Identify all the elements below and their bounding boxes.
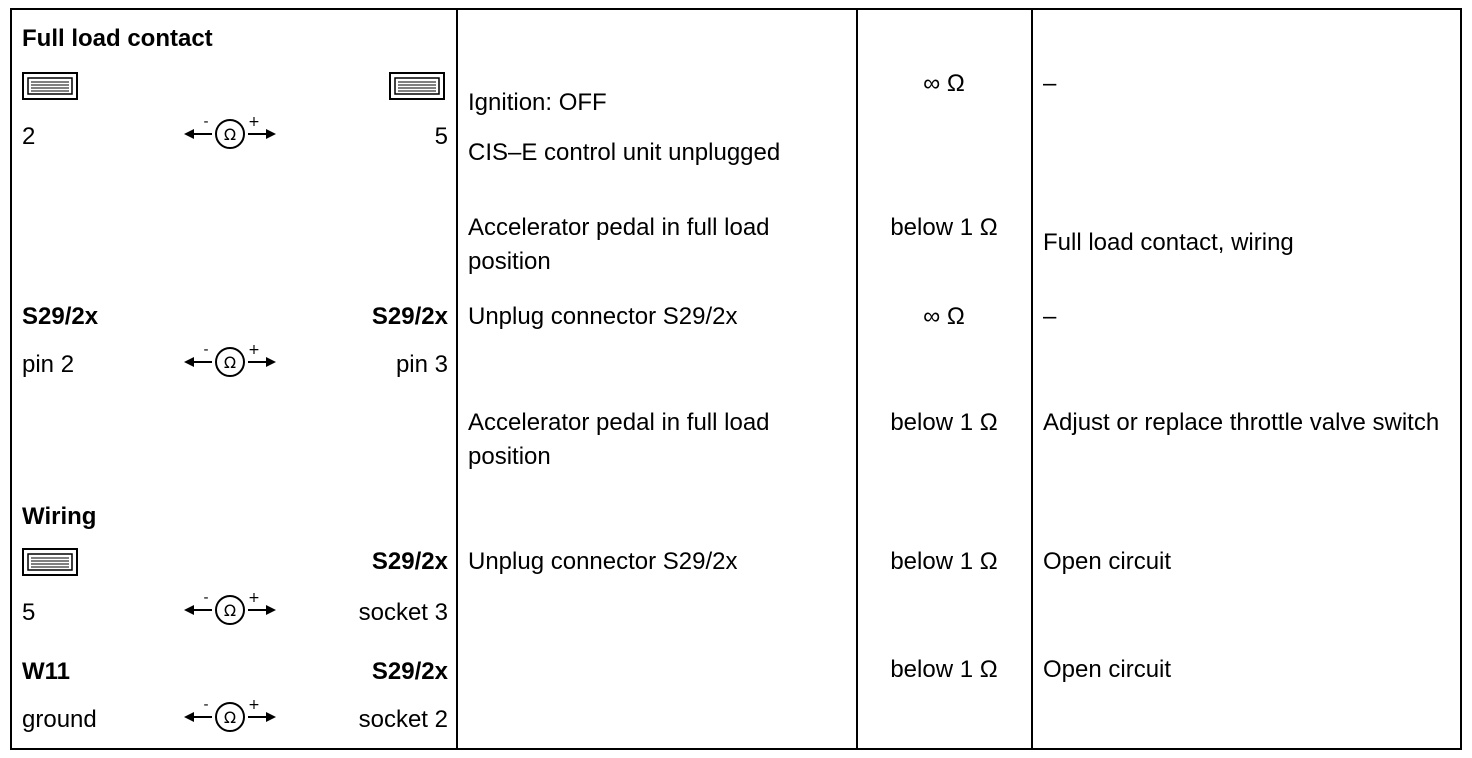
section-heading-full-load: Full load contact [22,25,213,52]
remedy-text: Adjust or replace throttle valve switch [1043,409,1440,436]
control-unit-connector-icon [22,548,78,576]
meter-minus: - [203,116,208,130]
condition-text: Ignition: OFF [468,89,607,116]
remedy-text: Full load contact, wiring [1043,229,1294,256]
meter-symbol: Ω [224,708,236,727]
meter-symbol: Ω [224,353,236,372]
meter-symbol: Ω [224,601,236,620]
condition-text: CIS–E control unit unplugged [468,139,781,166]
ohmmeter-icon: Ω - + [184,699,276,732]
nominal-value: ∞ Ω [923,303,965,330]
pin-label: 2 [22,123,36,150]
meter-plus: + [248,699,260,713]
nominal-value: ∞ Ω [923,70,965,97]
meter-minus: - [203,344,208,358]
pin-label: pin 3 [395,351,448,378]
remedy-text: Open circuit [1043,548,1172,575]
remedy-text: – [1043,303,1057,330]
condition-text: Unplug connector S29/2x [468,548,738,575]
condition-text: Accelerator pedal in full load position [468,214,770,275]
nominal-value: below 1 Ω [890,548,998,575]
ohmmeter-icon: Ω - + [184,592,276,625]
remedy-text: Open circuit [1043,656,1172,683]
column-divider-1 [456,8,458,750]
meter-minus: - [203,699,208,713]
pin-label: socket 2 [358,706,448,733]
column-divider-3 [1031,8,1033,750]
pin-label: ground [22,706,97,733]
meter-minus: - [203,592,208,606]
control-unit-connector-icon [22,72,78,100]
ohmmeter-icon: Ω - + [184,344,276,377]
pin-label: pin 2 [22,351,75,378]
connector-label: W11 [22,658,71,685]
connector-label: S29/2x [371,303,448,330]
nominal-value: below 1 Ω [890,409,998,436]
ohmmeter-icon: Ω - + [184,116,276,149]
section-heading-wiring: Wiring [22,503,97,530]
condition-text: Unplug connector S29/2x [468,303,738,330]
meter-plus: + [248,116,260,130]
pin-label: 5 [22,599,36,626]
condition-text: Accelerator pedal in full load position [468,409,770,470]
connector-label: S29/2x [371,548,448,575]
pin-label: socket 3 [358,599,448,626]
column-divider-2 [856,8,858,750]
remedy-text: – [1043,70,1057,97]
table-frame [10,8,1462,750]
nominal-value: below 1 Ω [890,214,998,241]
pin-label: 5 [434,123,448,150]
connector-label: S29/2x [22,303,99,330]
meter-plus: + [248,344,260,358]
control-unit-connector-icon [389,72,445,100]
nominal-value: below 1 Ω [890,656,998,683]
connector-label: S29/2x [371,658,448,685]
meter-plus: + [248,592,260,606]
meter-symbol: Ω [224,125,236,144]
